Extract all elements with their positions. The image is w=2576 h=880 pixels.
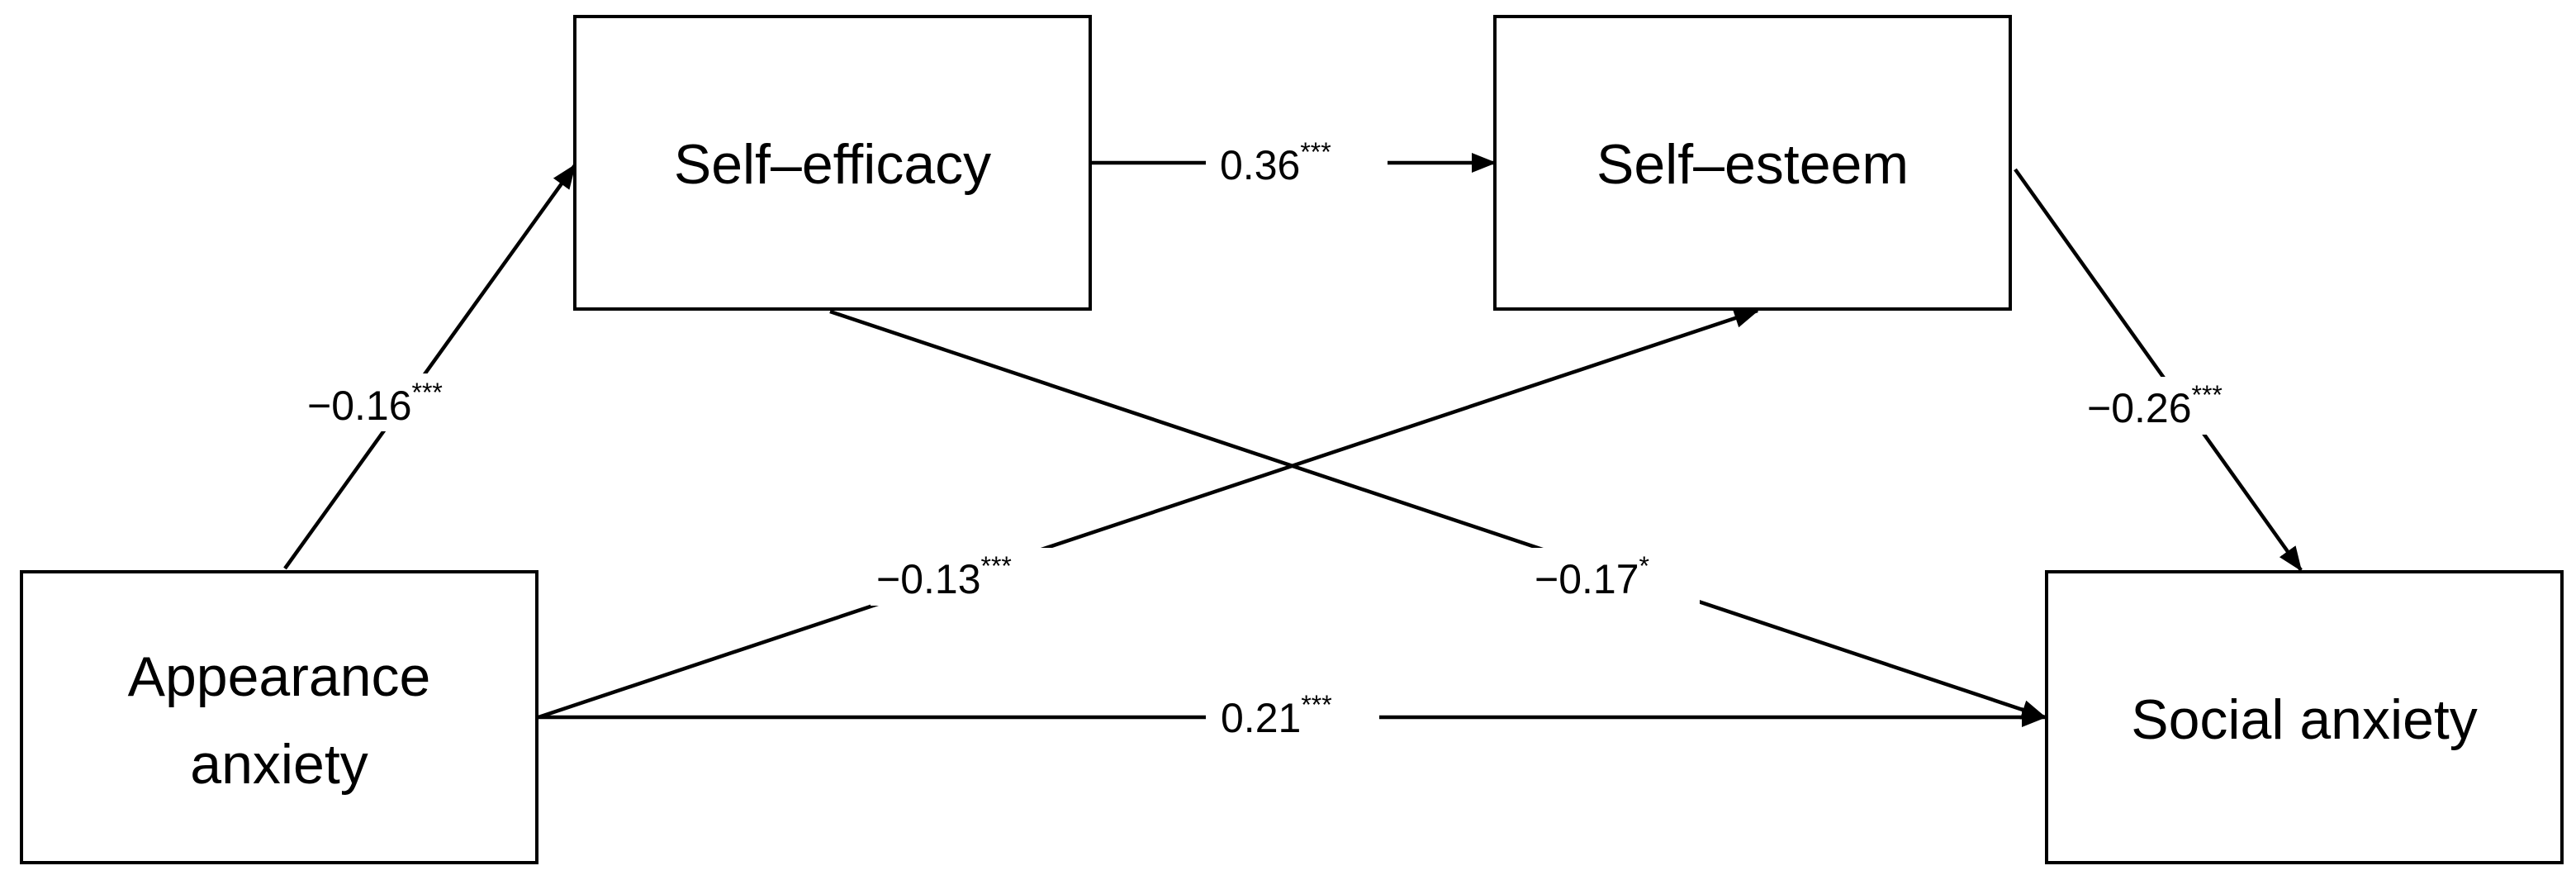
node-appearance-anxiety-line1: Appearance (128, 645, 431, 708)
node-social-anxiety-label: Social anxiety (2131, 688, 2478, 751)
node-self-efficacy: Self–efficacy (573, 15, 1092, 311)
coef-label-appearance-to-esteem: −0.13*** (871, 548, 1072, 606)
coef-label-appearance-to-efficacy: −0.16*** (299, 373, 497, 431)
path-esteem-to-social (2014, 168, 2303, 572)
coef-label-esteem-to-social: −0.26*** (2080, 377, 2278, 435)
coef-label-efficacy-to-esteem: 0.36*** (1206, 134, 1388, 192)
path-appearance-to-efficacy (283, 164, 576, 570)
coef-label-appearance-to-social: 0.21*** (1206, 687, 1379, 745)
svg-text:−0.16***: −0.16*** (307, 378, 443, 429)
svg-text:−0.26***: −0.26*** (2087, 380, 2223, 431)
svg-text:−0.17*: −0.17* (1535, 551, 1649, 602)
svg-text:0.21***: 0.21*** (1221, 690, 1332, 741)
path-appearance-to-esteem (538, 308, 1759, 720)
node-self-efficacy-label: Self–efficacy (674, 133, 991, 196)
node-self-esteem-label: Self–esteem (1596, 133, 1909, 196)
svg-text:0.36***: 0.36*** (1220, 137, 1331, 188)
coef-label-efficacy-to-social: −0.17* (1526, 548, 1700, 606)
svg-text:−0.13***: −0.13*** (876, 551, 1012, 602)
path-efficacy-to-social (829, 309, 2047, 720)
node-social-anxiety: Social anxiety (2045, 570, 2564, 864)
node-appearance-anxiety: Appearance anxiety (20, 570, 538, 864)
node-appearance-anxiety-line2: anxiety (190, 733, 368, 796)
node-self-esteem: Self–esteem (1493, 15, 2012, 311)
